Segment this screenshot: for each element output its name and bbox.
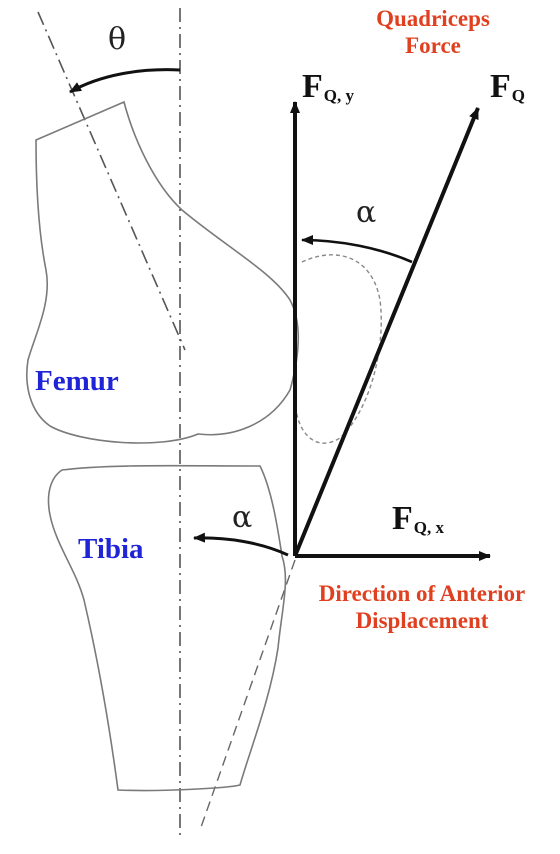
femur-outline [26,100,300,444]
quadriceps-force-line-2: Force [405,33,461,58]
fqx-symbol: F [392,500,413,537]
direction-label: Direction of Anterior Displacement [284,580,560,634]
fqy-label: FQ, y [302,68,354,106]
alpha-label-top: α [356,195,377,230]
fq-vector [293,107,480,557]
alpha-arc-top [301,235,413,264]
alpha-label-bottom: α [232,500,253,535]
fq-symbol: F [490,68,511,105]
fq-subscript: Q [511,86,526,105]
fqy-subscript: Q, y [323,86,355,105]
direction-line-2: Displacement [355,608,489,633]
theta-label: θ [108,22,127,57]
tibia-label: Tibia [78,533,144,565]
tibia-axis-line [199,559,296,831]
theta-arc [69,68,181,94]
direction-line-1: Direction of Anterior [318,581,526,606]
alpha-arc-bottom [193,532,289,557]
femur-label: Femur [35,365,119,397]
fq-label: FQ [490,68,525,106]
femur-axis-line [37,11,186,351]
tibia-outline [47,464,287,792]
fqx-subscript: Q, x [413,518,445,537]
fqy-symbol: F [302,68,323,105]
quadriceps-force-line-1: Quadriceps [376,6,490,31]
quadriceps-force-label: Quadriceps Force [370,5,496,59]
patella-outline [295,254,382,444]
fqx-label: FQ, x [392,500,444,538]
